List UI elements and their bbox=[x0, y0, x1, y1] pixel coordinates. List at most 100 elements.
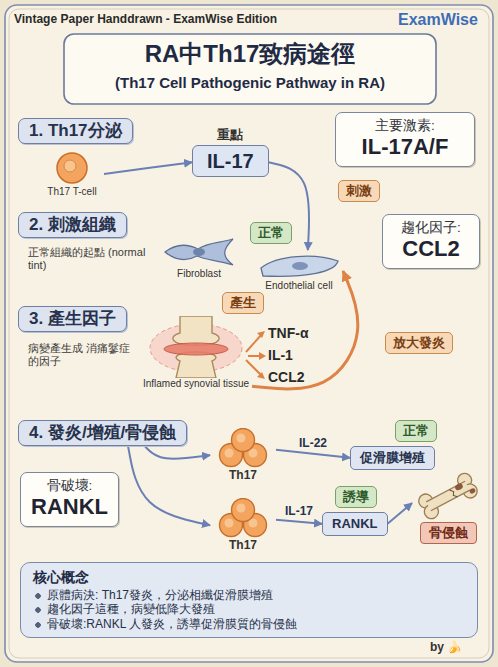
inflamed-synovium bbox=[164, 343, 228, 355]
node-text: 3. 產生因子 bbox=[29, 309, 116, 329]
connector-arrow bbox=[145, 446, 210, 458]
tag-green: 正常 bbox=[395, 420, 437, 442]
connector-arrow bbox=[252, 271, 358, 389]
illustration bbox=[412, 470, 484, 522]
connector-arrow bbox=[128, 446, 210, 525]
cell-nucleus bbox=[237, 504, 246, 513]
node-text: 1. Th17分泌 bbox=[29, 121, 122, 141]
node-heading: 趨化因子: bbox=[401, 220, 461, 236]
node-text: 產生 bbox=[230, 295, 256, 311]
cell-nucleus bbox=[237, 434, 246, 443]
cell-nucleus bbox=[64, 160, 76, 172]
cytokine-label: CCL2 bbox=[268, 369, 328, 386]
section-note: 正常組織的起點 (normal tint) bbox=[28, 246, 153, 272]
section-header: 1. Th17分泌 bbox=[18, 118, 133, 144]
node-text: Inflamed synovial tissue bbox=[143, 378, 249, 390]
node-text: CCL2 bbox=[402, 236, 459, 262]
illustration bbox=[140, 316, 252, 378]
fibroblast-body bbox=[165, 239, 233, 265]
section-header: 4. 發炎/增殖/骨侵蝕 bbox=[18, 420, 187, 446]
illustration bbox=[210, 498, 276, 538]
tibia bbox=[176, 352, 216, 378]
cell-body bbox=[232, 429, 255, 452]
arrow-line bbox=[246, 334, 262, 352]
brand-name: ExamWise bbox=[398, 10, 490, 29]
node-text: Th17 T-cell bbox=[47, 186, 96, 198]
endothelial-body bbox=[261, 256, 338, 276]
cytokine-label: TNF-α bbox=[268, 325, 328, 342]
subtitle: (Th17 Cell Pathogenic Pathway in RA) bbox=[64, 74, 436, 92]
cell-body bbox=[57, 153, 87, 183]
cell-nucleus bbox=[193, 248, 205, 256]
synovial-joint: Inflamed synovial tissue bbox=[140, 316, 252, 390]
card bbox=[5, 5, 493, 662]
arrowhead bbox=[257, 331, 265, 338]
connector-arrow bbox=[276, 520, 322, 524]
illustration bbox=[255, 250, 343, 280]
cytokine-label: IL-1 bbox=[268, 347, 328, 364]
node-text: 正常 bbox=[403, 423, 429, 439]
node-text: RANKL bbox=[332, 516, 378, 532]
core-concept-panel: 核心概念原體病決: Th17發炎，分泌相纖促滑膜增殖趨化因子這種，病變低降大發殖… bbox=[20, 562, 478, 638]
connector-arrow bbox=[388, 503, 413, 524]
arrow-line bbox=[246, 360, 262, 376]
node-text: Fibroblast bbox=[177, 268, 221, 280]
connector-arrow bbox=[276, 450, 350, 458]
section-header: 2. 刺激組織 bbox=[18, 212, 127, 238]
node-text: 趨化因子這種，病變低降大發殖 bbox=[33, 602, 465, 616]
cell-nucleus bbox=[292, 262, 308, 270]
tag-green: 誘導 bbox=[335, 486, 377, 508]
node-heading: 核心概念 bbox=[33, 569, 465, 586]
eroded-bone: 骨侵蝕 bbox=[412, 470, 484, 544]
node-heading: 骨破壞: bbox=[47, 478, 93, 494]
cell-nucleus bbox=[225, 449, 234, 458]
femur bbox=[173, 316, 219, 345]
tag-orange: 產生 bbox=[222, 292, 264, 314]
key-cytokine-box: 重點IL-17 bbox=[192, 128, 269, 177]
endothelial-cell: Endothelial cell bbox=[255, 250, 343, 292]
node-text: Th17 bbox=[229, 468, 257, 482]
result-box: 促滑膜增殖 bbox=[350, 446, 435, 470]
header-note: Vintage Paper Handdrawn - ExamWise Editi… bbox=[14, 12, 344, 26]
node-text: Th17 bbox=[229, 538, 257, 552]
illustration bbox=[40, 150, 104, 186]
tag-orange: 放大發炎 bbox=[385, 332, 453, 354]
section-header: 3. 產生因子 bbox=[18, 306, 127, 332]
th17-cluster: Th17 bbox=[210, 428, 276, 482]
arrowhead bbox=[259, 352, 266, 360]
node-text: IL-17A/F bbox=[362, 134, 449, 160]
credit: by 🍌 bbox=[430, 640, 486, 654]
illustration bbox=[160, 236, 238, 268]
arrowhead bbox=[257, 372, 265, 379]
result-box: RANKL bbox=[322, 512, 388, 536]
card-inner-line bbox=[9, 9, 489, 658]
cytokine-arrowheads bbox=[257, 331, 266, 379]
edge-label: IL-22 bbox=[297, 436, 329, 450]
node-text: 2. 刺激組織 bbox=[29, 215, 116, 235]
diagram-title: RA中Th17致病途徑 bbox=[64, 40, 436, 69]
tag-orange: 刺激 bbox=[338, 180, 380, 202]
illustration bbox=[210, 428, 276, 468]
node-text: RANKL bbox=[31, 494, 108, 520]
connector-arrow bbox=[104, 162, 192, 174]
node-text: IL-17 bbox=[192, 145, 269, 177]
node-text: 誘導 bbox=[343, 489, 369, 505]
cell-body bbox=[232, 499, 255, 522]
fibroblast-cell: Fibroblast bbox=[160, 236, 238, 280]
hormone-box: 主要激素:IL-17A/F bbox=[335, 112, 475, 167]
tag-green: 正常 bbox=[250, 222, 292, 244]
cell-nucleus bbox=[225, 519, 234, 528]
node-text: 放大發炎 bbox=[393, 335, 445, 351]
bone-damage-box: 骨破壞:RANKL bbox=[20, 472, 119, 527]
node-text: 促滑膜增殖 bbox=[360, 450, 425, 466]
node-text: 刺激 bbox=[346, 183, 372, 199]
node-heading: 主要激素: bbox=[375, 118, 435, 134]
node-text: Endothelial cell bbox=[265, 280, 332, 292]
th17-cell: Th17 T-cell bbox=[40, 150, 104, 198]
node-text: 正常 bbox=[258, 225, 284, 241]
chemokine-box: 趨化因子:CCL2 bbox=[382, 214, 480, 269]
th17-cluster: Th17 bbox=[210, 498, 276, 552]
title-box bbox=[64, 34, 436, 104]
edge-label: IL-17 bbox=[283, 504, 315, 518]
